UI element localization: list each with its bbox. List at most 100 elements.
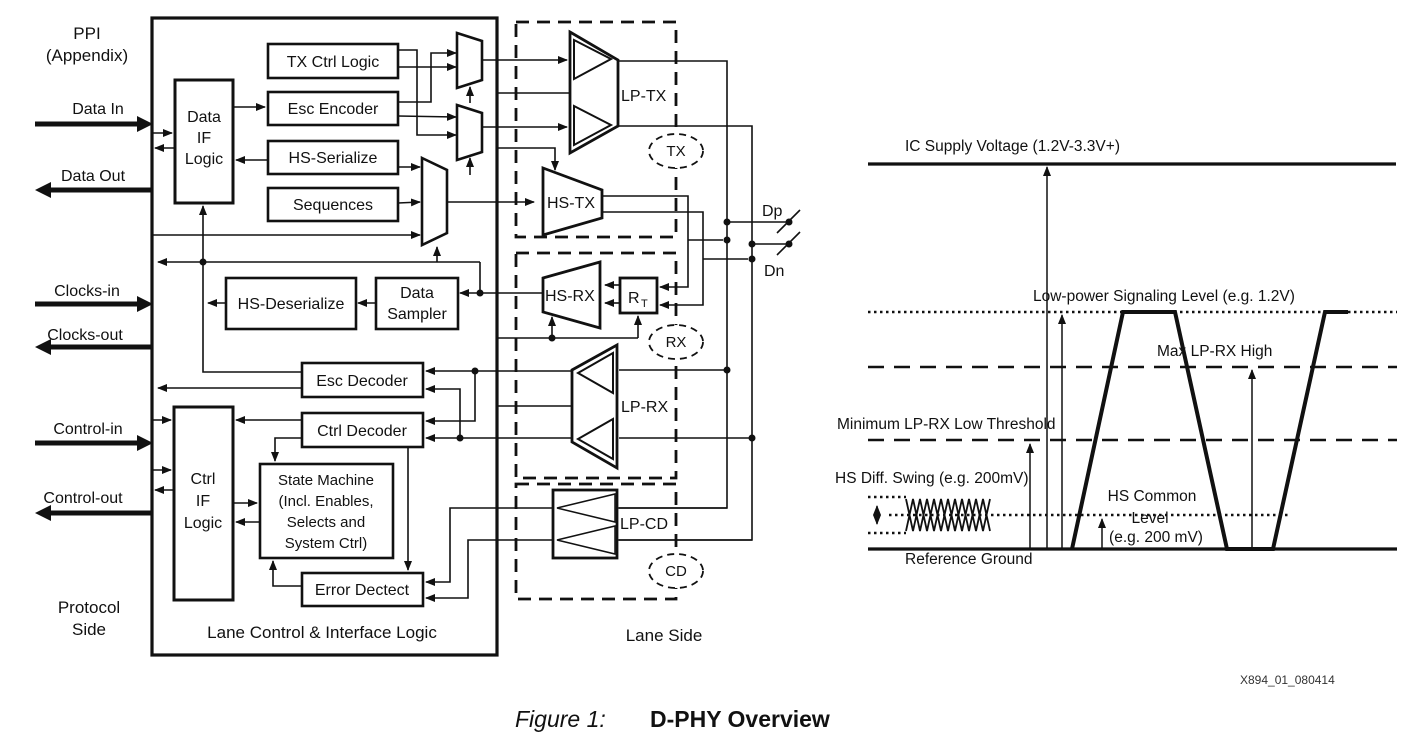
port-clocks-out-label: Clocks-out [47, 327, 123, 344]
arrow-right-icon [137, 435, 153, 451]
figure-caption-title: D-PHY Overview [650, 706, 830, 732]
ctrl-if-line1: Ctrl [191, 471, 216, 488]
arrow-left-icon [35, 505, 51, 521]
mux-a [455, 31, 484, 90]
block-data-if-logic [173, 78, 235, 205]
state-machine-line1: State Machine [278, 472, 374, 489]
hs-tx-label: HS-TX [547, 195, 595, 212]
driver-triangle-icon [573, 104, 614, 147]
lp-cd-label: LP-CD [620, 516, 668, 533]
rt-subscript: T [641, 298, 648, 310]
lp-tx-driver: LP-TX [568, 29, 667, 156]
data-sampler-line2: Sampler [387, 306, 447, 323]
state-machine-line4: System Ctrl) [285, 535, 368, 552]
cd-dashed-box [514, 482, 678, 601]
hs-common-label-line2: Level [1131, 510, 1168, 527]
arrow-right-icon [137, 116, 153, 132]
detector-triangle-icon [556, 493, 616, 523]
hs-serialize-label: HS-Serialize [289, 150, 378, 167]
block-error-detect [300, 571, 425, 608]
max-lprx-high-label: Max LP-RX High [1157, 343, 1272, 360]
port-data-out-label: Data Out [61, 168, 126, 185]
watermark: X894_01_080414 [1240, 673, 1335, 687]
dp-label: Dp [762, 203, 783, 220]
port-control-out-label: Control-out [43, 490, 123, 507]
hs-deserialize-label: HS-Deserialize [238, 296, 345, 313]
lp-cd-detector: LP-CD [551, 488, 668, 560]
termination-resistor-box [618, 276, 659, 315]
port-control-out: Control-out [35, 490, 152, 521]
receiver-triangle-icon [575, 417, 614, 461]
figure-caption-label: Figure 1: [515, 706, 606, 732]
port-data-in: Data In [35, 101, 153, 132]
port-clocks-in: Clocks-in [35, 283, 153, 312]
arrow-left-icon [35, 182, 51, 198]
lane-control-box [150, 16, 499, 657]
min-lprx-low-label: Minimum LP-RX Low Threshold [837, 416, 1056, 433]
port-control-in-label: Control-in [53, 421, 122, 438]
port-clocks-out: Clocks-out [35, 327, 152, 355]
port-data-out: Data Out [35, 168, 152, 198]
lp-tx-label: LP-TX [621, 88, 667, 105]
lp-signaling-level-label: Low-power Signaling Level (e.g. 1.2V) [1033, 288, 1295, 305]
driver-triangle-icon [573, 38, 614, 81]
signal-levels-diagram: IC Supply Voltage (1.2V-3.3V+) Low-power… [835, 138, 1397, 568]
tx-dashed-box [514, 20, 678, 239]
protocol-side-label-line1: Protocol [58, 598, 120, 617]
block-esc-decoder [300, 361, 425, 399]
port-control-in: Control-in [35, 421, 153, 451]
block-tx-ctrl-logic [266, 42, 400, 80]
protocol-side-label-line2: Side [72, 620, 106, 639]
hs-tx-driver: HS-TX [541, 165, 604, 237]
error-detect-label: Error Dectect [315, 582, 410, 599]
rx-tag-ellipse [648, 324, 704, 360]
cd-tag-ellipse [648, 553, 704, 589]
arrow-left-icon [35, 339, 51, 355]
mux-c [420, 155, 449, 248]
sequences-label: Sequences [293, 197, 373, 214]
lp-rx-label: LP-RX [621, 399, 668, 416]
block-ctrl-decoder [300, 411, 425, 449]
block-state-machine [258, 462, 395, 560]
rt-label: R [628, 290, 640, 307]
data-if-line1: Data [187, 109, 221, 126]
rx-dashed-box [514, 251, 678, 480]
esc-decoder-label: Esc Decoder [316, 373, 408, 390]
block-hs-serialize [266, 139, 400, 176]
port-data-in-label: Data In [72, 101, 124, 118]
data-sampler-line1: Data [400, 285, 434, 302]
mux-b [455, 103, 484, 162]
state-machine-line3: Selects and [287, 514, 365, 531]
block-data-sampler [374, 276, 460, 331]
block-ctrl-if-logic [172, 405, 235, 602]
tx-ctrl-label: TX Ctrl Logic [287, 54, 379, 71]
receiver-triangle-icon [575, 351, 614, 395]
function-tags: TX RX CD [648, 133, 704, 589]
esc-encoder-label: Esc Encoder [288, 101, 379, 118]
hs-common-label-line1: HS Common [1108, 488, 1197, 505]
arrow-right-icon [137, 296, 153, 312]
ctrl-if-line2: IF [196, 493, 210, 510]
data-if-line3: Logic [185, 151, 223, 168]
lane-control-block: Lane Control & Interface Logic Data IF L… [150, 16, 642, 657]
ppi-label-line1: PPI [73, 24, 100, 43]
lp-rx-receiver: LP-RX [570, 342, 668, 471]
rx-tag-label: RX [666, 334, 687, 351]
measure-arrows [1026, 166, 1256, 549]
data-if-line2: IF [197, 130, 211, 147]
mux-shapes [420, 31, 484, 248]
ctrl-decoder-label: Ctrl Decoder [317, 423, 407, 440]
protocol-side: PPI (Appendix) Protocol Side Data In Dat… [35, 24, 153, 639]
hs-rx-label: HS-RX [545, 288, 595, 305]
detector-triangle-icon [556, 525, 616, 555]
supply-voltage-label: IC Supply Voltage (1.2V-3.3V+) [905, 138, 1120, 155]
ppi-label-line2: (Appendix) [46, 46, 128, 65]
cd-tag-label: CD [665, 563, 687, 580]
block-esc-encoder [266, 90, 400, 127]
line-buses [602, 60, 801, 541]
block-hs-deserialize [224, 276, 358, 331]
reference-ground-label: Reference Ground [905, 551, 1033, 568]
lane-side-label: Lane Side [626, 626, 703, 645]
